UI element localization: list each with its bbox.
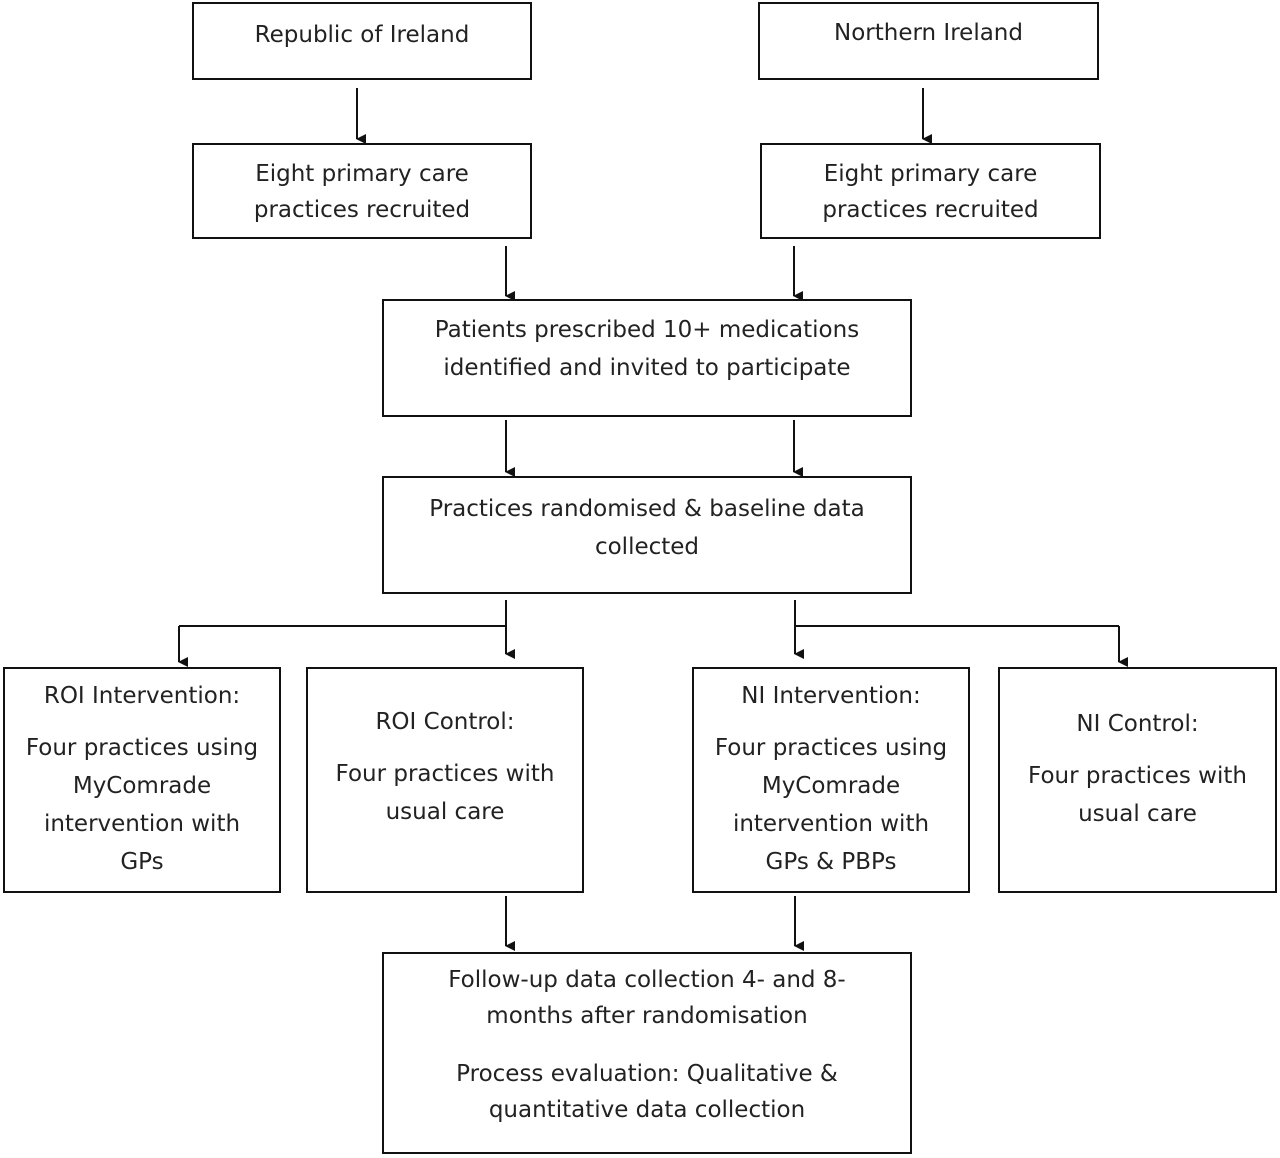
roi-control-heading: ROI Control: <box>375 709 515 735</box>
roi-control-line-2: usual care <box>385 799 505 825</box>
roi-country-box: Republic of Ireland <box>192 2 532 80</box>
ni-control-line-2: usual care <box>1078 801 1197 827</box>
roi-recruit-line-2: practices recruited <box>253 197 471 223</box>
roi-country-label: Republic of Ireland <box>254 22 470 48</box>
ni-control-heading: NI Control: <box>1076 711 1199 737</box>
patients-box: Patients prescribed 10+ medications iden… <box>382 299 912 417</box>
randomised-box: Practices randomised & baseline data col… <box>382 476 912 594</box>
ni-control-box: NI Control: Four practices with usual ca… <box>998 667 1277 893</box>
ni-intervention-line-2: MyComrade <box>761 773 901 799</box>
ni-country-label: Northern Ireland <box>834 20 1023 46</box>
roi-intervention-line-1: Four practices using <box>25 735 259 761</box>
roi-intervention-heading: ROI Intervention: <box>43 683 241 709</box>
patients-line-1: Patients prescribed 10+ medications <box>434 317 860 343</box>
ni-intervention-line-3: intervention with <box>732 811 930 837</box>
ni-recruit-line-2: practices recruited <box>822 197 1039 223</box>
ni-intervention-box: NI Intervention: Four practices using My… <box>692 667 970 893</box>
followup-line-2: months after randomisation <box>486 1003 808 1029</box>
patients-line-2: identified and invited to participate <box>443 355 851 381</box>
roi-recruit-box: Eight primary care practices recruited <box>192 143 532 239</box>
process-evaluation-line-1: Process evaluation: Qualitative & <box>456 1061 838 1087</box>
randomised-line-2: collected <box>594 534 700 560</box>
roi-intervention-box: ROI Intervention: Four practices using M… <box>3 667 281 893</box>
ni-intervention-heading: NI Intervention: <box>741 683 921 709</box>
roi-intervention-line-4: GPs <box>120 849 164 875</box>
ni-intervention-line-1: Four practices using <box>714 735 948 761</box>
roi-intervention-line-3: intervention with <box>43 811 241 837</box>
roi-recruit-line-1: Eight primary care <box>255 161 469 187</box>
roi-control-line-1: Four practices with <box>335 761 555 787</box>
ni-intervention-line-4: GPs & PBPs <box>765 849 897 875</box>
ni-country-box: Northern Ireland <box>758 2 1099 80</box>
randomised-line-1: Practices randomised & baseline data <box>429 496 865 522</box>
ni-recruit-line-1: Eight primary care <box>823 161 1038 187</box>
roi-intervention-line-2: MyComrade <box>72 773 212 799</box>
process-evaluation-line-2: quantitative data collection <box>488 1097 806 1123</box>
roi-control-box: ROI Control: Four practices with usual c… <box>306 667 584 893</box>
ni-control-line-1: Four practices with <box>1028 763 1247 789</box>
followup-line-1: Follow-up data collection 4- and 8- <box>448 967 846 993</box>
followup-box: Follow-up data collection 4- and 8- mont… <box>382 952 912 1154</box>
ni-recruit-box: Eight primary care practices recruited <box>760 143 1101 239</box>
